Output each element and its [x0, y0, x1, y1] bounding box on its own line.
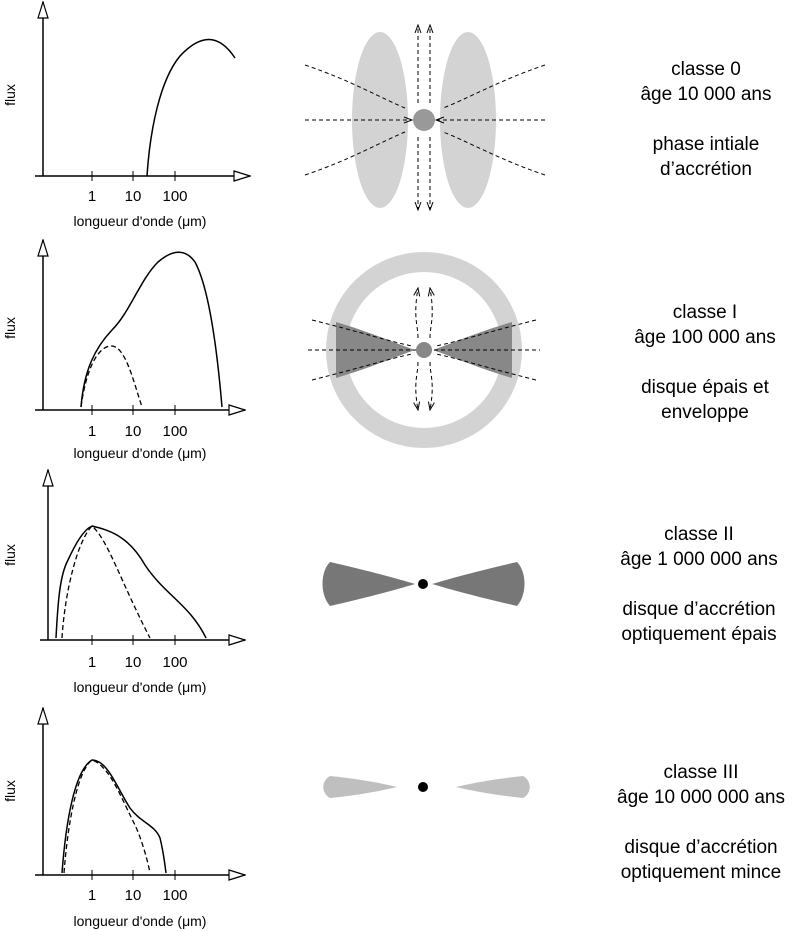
stage-description-class-I: classe I âge 100 000 ans disque épais et… [605, 300, 802, 425]
tick-label: 100 [162, 887, 187, 904]
x-axis-label: longueur d'onde (μm) [74, 679, 207, 695]
sed-plot-class-III: 1 10 100 longueur d'onde (μm) flux [2, 708, 245, 929]
x-axis-label: longueur d'onde (μm) [74, 445, 207, 461]
tick-label: 100 [162, 423, 187, 440]
stage-age: âge 10 000 000 ans [617, 787, 785, 808]
stage-age: âge 100 000 ans [634, 327, 776, 348]
star [418, 579, 428, 589]
tick-label: 10 [125, 188, 142, 205]
y-axis-label: flux [2, 84, 18, 106]
stage-desc-line: phase intiale [652, 134, 760, 155]
y-axis-label: flux [2, 544, 18, 566]
protostar [416, 342, 432, 358]
tick-label: 1 [88, 423, 96, 440]
photosphere-curve [80, 345, 143, 408]
protostar-class-I-illustration [308, 252, 540, 448]
thin-disk-right [456, 776, 530, 798]
disk-class-II-illustration [322, 562, 525, 606]
stage-desc-line: optiquement mince [620, 862, 782, 883]
sed-curve [55, 525, 207, 639]
stage-age: âge 1 000 000 ans [620, 549, 778, 570]
stage-class: classe 0 [671, 59, 741, 80]
x-axis-label: longueur d'onde (μm) [74, 213, 207, 229]
protostar [413, 109, 435, 131]
tick-label: 10 [125, 654, 142, 671]
star [418, 782, 428, 792]
tick-label: 10 [125, 423, 142, 440]
stage-desc-line: disque d’accrétion [624, 837, 778, 858]
stage-desc-line: enveloppe [661, 402, 749, 423]
stage-age: âge 10 000 ans [640, 84, 772, 105]
stage-description-class-III: classe III âge 10 000 000 ans disque d’a… [601, 760, 801, 885]
thin-disk-left [323, 776, 397, 798]
sed-curve [61, 759, 167, 874]
stage-class: classe III [663, 762, 739, 783]
stage-description-class-0: classe 0 âge 10 000 ans phase intiale d’… [606, 57, 802, 182]
stage-desc-line: disque d’accrétion [622, 599, 776, 620]
disk-class-III-illustration [323, 776, 530, 798]
y-axis-label: flux [2, 780, 18, 802]
protostar-class-0-illustration [304, 25, 546, 210]
sed-plot-class-II: 1 10 100 longueur d'onde (μm) flux [2, 470, 245, 695]
stage-class: classe I [672, 302, 738, 323]
stage-desc-line: optiquement épais [621, 624, 777, 645]
photosphere-curve [61, 525, 151, 639]
y-axis-label: flux [2, 317, 18, 339]
sed-curve [146, 38, 236, 177]
x-axis-label: longueur d'onde (μm) [74, 913, 207, 929]
sed-curve [80, 251, 223, 408]
thick-disk-left [336, 322, 415, 378]
sed-plot-class-I: 1 10 100 longueur d'onde (μm) flux [2, 240, 245, 461]
stage-description-class-II: classe II âge 1 000 000 ans disque d’acc… [599, 522, 799, 647]
tick-label: 1 [88, 887, 96, 904]
thick-disk-right [432, 562, 525, 606]
stage-desc-line: disque épais et [641, 377, 769, 398]
stage-class: classe II [664, 524, 734, 545]
envelope-lobe-left [352, 32, 408, 208]
thick-disk-left [322, 562, 415, 606]
tick-label: 100 [162, 188, 187, 205]
sed-plot-class-0: 1 10 100 longueur d'onde (μm) flux [2, 2, 250, 229]
tick-label: 1 [88, 654, 96, 671]
stage-desc-line: d’accrétion [660, 159, 752, 180]
tick-label: 1 [88, 188, 96, 205]
photosphere-curve [63, 759, 151, 874]
tick-label: 100 [162, 654, 187, 671]
tick-label: 10 [125, 887, 142, 904]
